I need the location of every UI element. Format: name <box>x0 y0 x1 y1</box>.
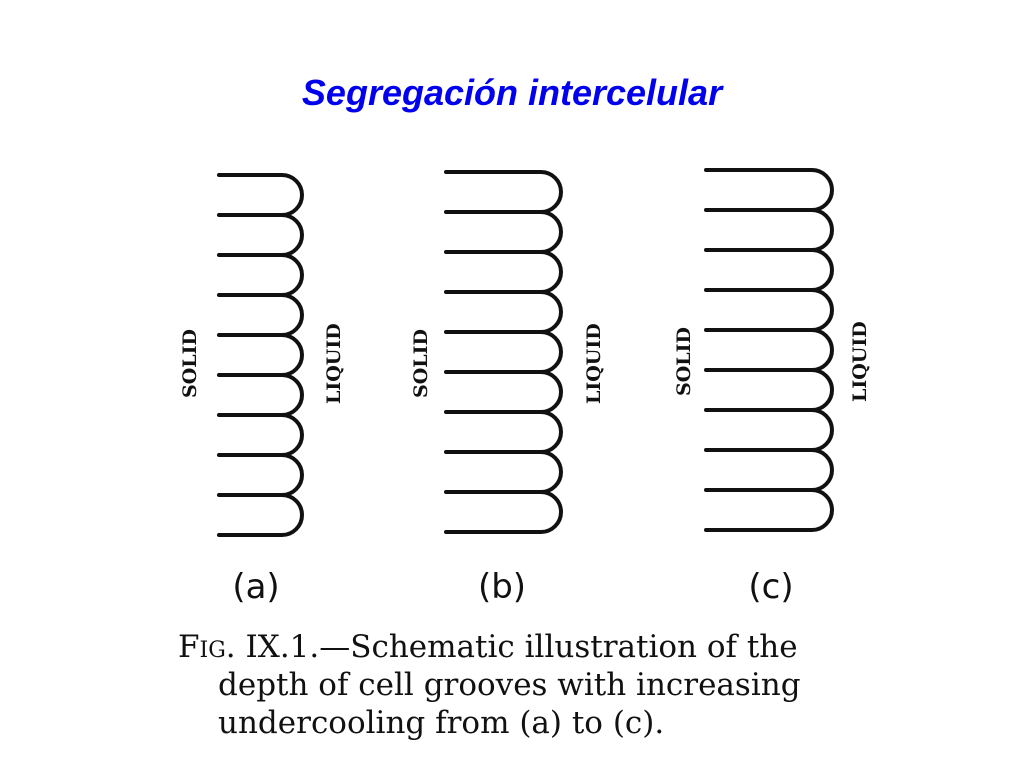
caption-fig-word: Fig. <box>178 629 236 665</box>
cell-groove-profile-b <box>444 170 563 534</box>
slide-title: Segregación intercelular <box>301 72 723 113</box>
panel-label-a: (a) <box>232 567 279 607</box>
liquid-label-a: LIQUID <box>323 323 345 404</box>
caption-line-1: Fig. IX.1.—Schematic illustration of the <box>178 628 898 666</box>
cell-groove-profile-a <box>217 173 304 537</box>
solid-label-c: SOLID <box>673 327 695 396</box>
panel-a: SOLID LIQUID (a) <box>179 173 345 607</box>
caption-line-3: undercooling from (a) to (c). <box>218 705 665 741</box>
panel-label-c: (c) <box>748 567 793 607</box>
panel-label-b: (b) <box>478 567 526 607</box>
caption-line-2: depth of cell grooves with increasing <box>218 667 801 703</box>
figure-caption: Fig. IX.1.—Schematic illustration of the… <box>178 628 898 742</box>
liquid-label-b: LIQUID <box>583 323 605 404</box>
panel-b: SOLID LIQUID (b) <box>410 170 605 607</box>
caption-fig-number: IX.1.—Schematic illustration of the <box>245 629 798 665</box>
panel-c: SOLID LIQUID (c) <box>673 168 871 607</box>
liquid-label-c: LIQUID <box>849 321 871 402</box>
solid-label-a: SOLID <box>179 329 201 398</box>
cell-groove-figure: SOLID LIQUID (a) SOLID LIQUID (b) SOLID … <box>179 168 871 607</box>
cell-groove-profile-c <box>704 168 834 532</box>
solid-label-b: SOLID <box>410 329 432 398</box>
